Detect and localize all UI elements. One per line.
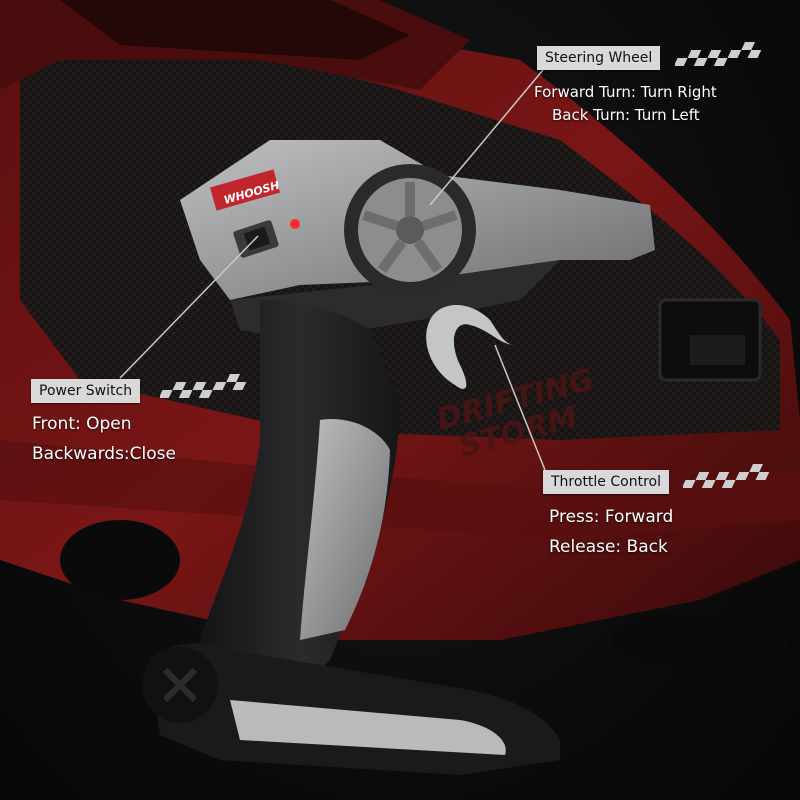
power-pointer-line <box>119 235 259 379</box>
throttle-line-press: Press: Forward <box>549 507 674 527</box>
steering-wheel <box>344 164 476 296</box>
rc-car-body: DRIFTING STORM <box>0 0 800 641</box>
steering-wheel-description: Forward Turn: Turn Right Back Turn: Turn… <box>534 81 717 127</box>
power-line-front: Front: Open <box>32 414 132 434</box>
steering-pointer-line <box>429 69 544 206</box>
power-switch-description: Front: Open Backwards:Close <box>32 409 176 469</box>
throttle-trigger <box>426 305 515 389</box>
steering-wheel-label: Steering Wheel <box>537 46 661 70</box>
throttle-line-release: Release: Back <box>549 537 668 557</box>
checkered-flag-icon <box>160 374 247 398</box>
throttle-control-description: Press: Forward Release: Back <box>549 502 673 562</box>
checkered-flag-icon <box>683 464 770 488</box>
power-switch-label: Power Switch <box>31 379 141 403</box>
throttle-control-label: Throttle Control <box>543 470 669 494</box>
checkered-flag-icon <box>675 42 762 66</box>
rc-remote-controller: WHOOSH <box>142 140 655 775</box>
steering-line-forward: Forward Turn: Turn Right <box>534 83 717 101</box>
power-indicator-led <box>290 219 300 229</box>
callout-pointer-lines <box>119 69 546 471</box>
throttle-pointer-line <box>494 344 546 471</box>
power-line-backwards: Backwards:Close <box>32 444 176 464</box>
steering-line-back: Back Turn: Turn Left <box>552 106 700 124</box>
base-x-icon <box>162 667 198 703</box>
